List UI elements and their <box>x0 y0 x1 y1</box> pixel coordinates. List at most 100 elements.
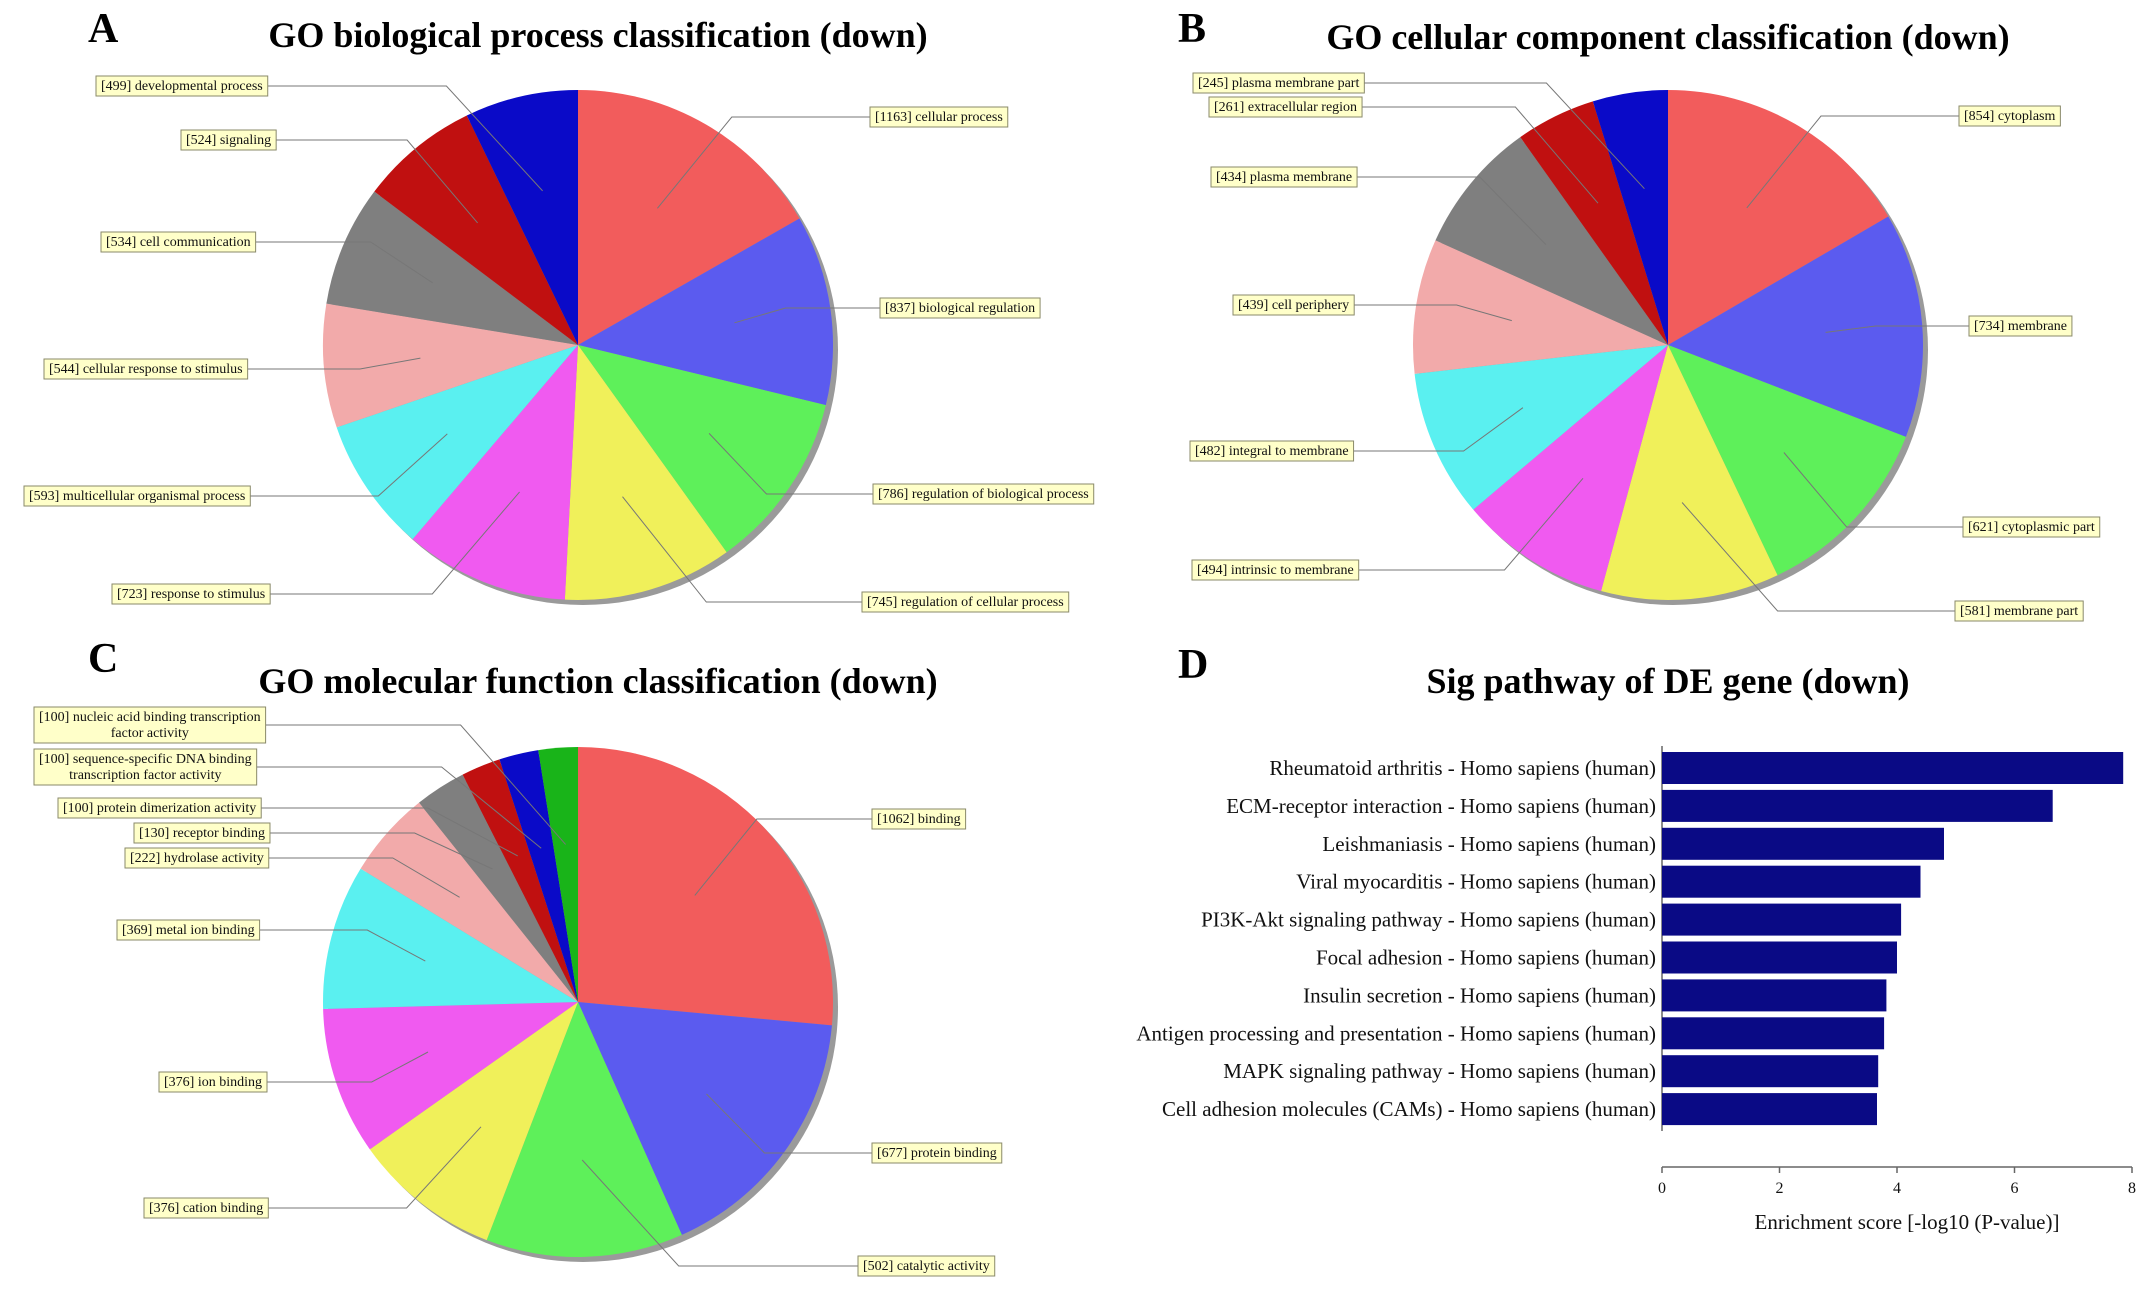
leader-line <box>268 857 460 898</box>
slice-label: [621] cytoplasmic part <box>1968 520 2095 535</box>
slice-label: [1163] cellular process <box>875 110 1003 125</box>
label-box <box>872 483 1095 505</box>
leader-line <box>259 929 426 962</box>
pie-slice-metal-ion-binding <box>323 868 578 1009</box>
label-box <box>95 75 269 97</box>
pie-slice-membrane <box>1668 216 1923 437</box>
label-box <box>23 485 251 507</box>
pie-slice-protein-dimerization-activity <box>462 759 578 1002</box>
slice-label: [494] intrinsic to membrane <box>1197 563 1354 578</box>
pie-slice-extracellular-region <box>1520 101 1668 345</box>
pie-slice-binding <box>578 747 833 1026</box>
panel-d-title: Sig pathway of DE gene (down) <box>1426 661 1909 701</box>
label-box <box>43 358 249 380</box>
label-box <box>871 1142 1003 1164</box>
bar-pi3k-akt-signaling-pathway <box>1662 903 1902 936</box>
leader-line <box>268 1126 482 1209</box>
pie-slice-cation-binding <box>369 1002 578 1241</box>
x-tick-label: 2 <box>1776 1180 1784 1197</box>
x-tick-label: 4 <box>1893 1180 1901 1197</box>
slice-label: [1062] binding <box>877 812 961 827</box>
leader-line <box>276 139 478 224</box>
pie-slice-receptor-binding <box>419 774 578 1002</box>
slice-label: [677] protein binding <box>877 1146 997 1161</box>
leader-line <box>694 818 872 896</box>
label-box <box>116 919 261 941</box>
leader-line <box>1358 477 1584 571</box>
leader-line <box>1362 106 1599 204</box>
label-box <box>857 1255 996 1277</box>
slice-label: [376] cation binding <box>149 1201 263 1216</box>
leader-line <box>1357 176 1547 245</box>
slice-label: [261] extracellular region <box>1214 100 1357 115</box>
leader-line <box>267 85 543 192</box>
leader-line <box>267 1051 429 1083</box>
leader-line <box>1783 452 1963 528</box>
slice-label: [376] ion binding <box>164 1075 262 1090</box>
slice-label: [544] cellular response to stimulus <box>49 362 243 377</box>
pie-slice-cellular-response-to-stimulus <box>322 303 578 428</box>
panel-letter-a: A <box>88 6 119 52</box>
label-box <box>1189 440 1355 462</box>
slice-label: [434] plasma membrane <box>1216 170 1352 185</box>
slice-label: [723] response to stimulus <box>117 587 265 602</box>
leader-line <box>1354 304 1512 322</box>
panel-a-title: GO biological process classification (do… <box>268 15 927 55</box>
leader-line <box>734 307 880 324</box>
x-tick-label: 6 <box>2011 1180 2019 1197</box>
label-box <box>33 748 258 786</box>
label-box <box>1191 559 1360 581</box>
label-box <box>1232 294 1355 316</box>
pie-slice-sequence-specific-dna-binding-transcription-factor-activity <box>499 750 578 1002</box>
slice-label: transcription factor activity <box>69 768 221 783</box>
label-box <box>871 808 967 830</box>
bar-leishmaniasis <box>1662 827 1944 860</box>
label-box <box>33 706 267 744</box>
slice-label: [130] receptor binding <box>139 826 265 841</box>
leader-line <box>1364 82 1645 190</box>
bar-category-label: Rheumatoid arthritis - Homo sapiens (hum… <box>1269 756 1656 780</box>
leader-line <box>1681 502 1955 612</box>
bar-category-label: MAPK signaling pathway - Homo sapiens (h… <box>1223 1059 1656 1083</box>
label-box <box>180 129 277 151</box>
panel-letter-b: B <box>1178 6 1206 52</box>
pie-slice-cytoplasm <box>1668 90 1889 345</box>
pie-slice-intrinsic-to-membrane <box>1473 345 1668 592</box>
slice-label: [734] membrane <box>1974 319 2067 334</box>
label-box <box>124 847 270 869</box>
slice-label: [100] protein dimerization activity <box>63 801 256 816</box>
label-box <box>1962 516 2101 538</box>
slice-label: [100] nucleic acid binding transcription <box>39 710 261 725</box>
leader-line <box>270 491 520 595</box>
pie-slice-developmental-process <box>466 90 578 345</box>
label-box <box>1192 72 1365 94</box>
pie-slice-cell-periphery <box>1412 240 1668 374</box>
pie-slice-cell-communication <box>326 191 578 345</box>
label-box <box>57 797 262 819</box>
slice-label: [581] membrane part <box>1960 604 2078 619</box>
label-box <box>869 106 1009 128</box>
pie-slice-membrane-part <box>1601 345 1778 601</box>
panel-b-title: GO cellular component classification (do… <box>1326 17 2009 57</box>
slice-label: [100] sequence-specific DNA binding <box>39 752 252 767</box>
label-box <box>158 1071 268 1093</box>
bar-viral-myocarditis <box>1662 865 1921 898</box>
bar-antigen-processing-and-presentation <box>1662 1017 1885 1050</box>
bar-category-label: Focal adhesion - Homo sapiens (human) <box>1316 946 1656 970</box>
pie-slice-hydrolase-activity <box>360 802 578 1002</box>
label-box <box>1208 96 1363 118</box>
slice-label: [245] plasma membrane part <box>1198 76 1359 91</box>
slice-label: [369] metal ion binding <box>122 923 255 938</box>
pie-slice-cellular-process <box>578 90 800 345</box>
leader-line <box>1746 115 1959 209</box>
bar-category-label: ECM-receptor interaction - Homo sapiens … <box>1226 794 1656 818</box>
bar-focal-adhesion <box>1662 941 1897 974</box>
bar-chart-sig-pathway: Rheumatoid arthritis - Homo sapiens (hum… <box>1136 746 2136 1234</box>
pie-slice-response-to-stimulus <box>412 345 578 600</box>
panel-letter-d: D <box>1178 642 1208 688</box>
slice-label: [222] hydrolase activity <box>130 851 264 866</box>
bar-category-label: Viral myocarditis - Homo sapiens (human) <box>1296 870 1656 894</box>
panel-letter-c: C <box>88 636 118 682</box>
label-box <box>143 1197 269 1219</box>
label-box <box>1210 166 1358 188</box>
